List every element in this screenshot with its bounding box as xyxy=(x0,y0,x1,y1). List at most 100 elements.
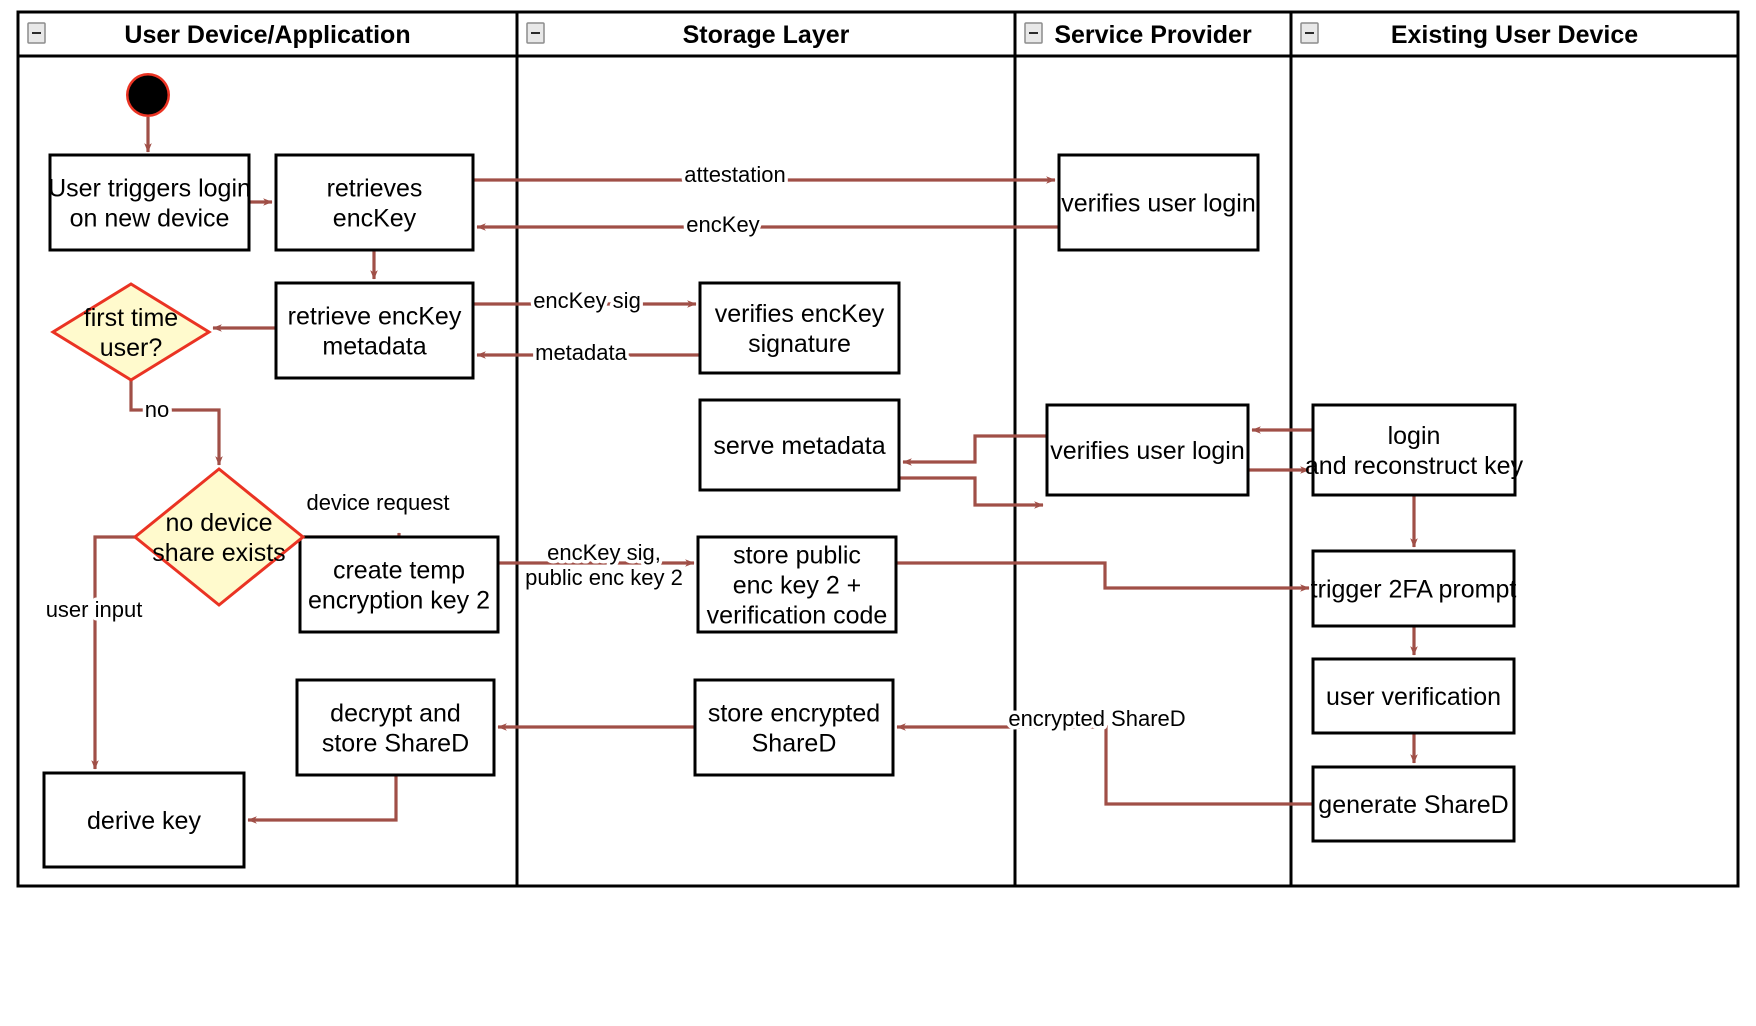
activity-label: verifies user login xyxy=(1050,437,1245,465)
activity-generate-shared[interactable]: generate ShareD xyxy=(1311,765,1516,843)
activity-trigger-2fa[interactable]: trigger 2FA prompt xyxy=(1311,549,1517,628)
svg-text:encrypted ShareD: encrypted ShareD xyxy=(1008,706,1185,731)
activity-label: verification code xyxy=(707,602,888,630)
activity-derive-key[interactable]: derive key xyxy=(42,771,246,869)
activity-label: on new device xyxy=(70,205,230,233)
svg-text:no: no xyxy=(145,397,169,422)
activity-label: encryption key 2 xyxy=(308,587,490,615)
activity-verifies-user-login-2[interactable]: verifies user login xyxy=(1045,403,1250,497)
activity-box[interactable] xyxy=(48,153,251,252)
activity-box[interactable] xyxy=(1311,549,1516,628)
activity-box[interactable] xyxy=(1311,403,1517,497)
activity-box[interactable] xyxy=(1057,153,1260,252)
swimlane-title: User Device/Application xyxy=(124,21,410,49)
activity-label: store encrypted xyxy=(708,700,880,728)
activity-label: signature xyxy=(748,330,851,358)
edge-e-nodevice-user-input xyxy=(91,535,135,770)
activity-box[interactable] xyxy=(1311,765,1516,843)
decision-label: user? xyxy=(100,334,163,362)
edge-e-firsttime-no-to-nodevice xyxy=(129,380,223,466)
minus-box-icon[interactable] xyxy=(1024,22,1043,44)
swimlane-header xyxy=(515,10,1017,58)
svg-text:device request: device request xyxy=(306,490,449,515)
decision-label: share exists xyxy=(152,539,285,567)
decision-shape[interactable] xyxy=(50,282,212,382)
svg-text:no: no xyxy=(145,397,169,422)
activity-user-verification[interactable]: user verification xyxy=(1311,657,1516,735)
svg-text:device request: device request xyxy=(306,490,449,515)
activity-box[interactable] xyxy=(693,678,895,777)
swimlane-title: Storage Layer xyxy=(683,21,850,49)
activity-label: enc key 2 + xyxy=(733,572,862,600)
svg-text:user input: user input xyxy=(46,597,143,622)
svg-text:encKey: encKey xyxy=(686,212,759,237)
edges-layer xyxy=(91,117,1418,824)
activity-label: and reconstruct key xyxy=(1305,452,1524,480)
svg-text:encKey sig,: encKey sig, xyxy=(547,540,661,565)
edge-e-storepublic-to-2fa xyxy=(896,561,1310,592)
svg-text:public enc key 2: public enc key 2 xyxy=(525,565,683,590)
activity-label: store public xyxy=(733,542,861,570)
svg-text:user input: user input xyxy=(46,597,143,622)
edge-e-decrypt-to-derive xyxy=(247,775,398,824)
svg-text:encKey sig: encKey sig xyxy=(533,288,641,313)
activity-box[interactable] xyxy=(698,398,901,492)
activity-label: user verification xyxy=(1326,683,1501,711)
edge-e-serve-metadata-to-sp xyxy=(899,476,1044,509)
decision-label: first time xyxy=(84,304,178,332)
svg-text:public enc key 2: public enc key 2 xyxy=(525,565,683,590)
activity-verifies-user-login-1[interactable]: verifies user login xyxy=(1057,153,1260,252)
svg-text:attestation: attestation xyxy=(684,162,786,187)
svg-text:attestation: attestation xyxy=(684,162,786,187)
swimlane-header xyxy=(1289,10,1740,58)
activity-label: derive key xyxy=(87,807,201,835)
activity-box[interactable] xyxy=(696,535,898,634)
svg-text:metadata: metadata xyxy=(535,340,627,365)
activity-label: create temp xyxy=(333,557,465,585)
svg-text:encrypted ShareD: encrypted ShareD xyxy=(1008,706,1185,731)
swimlane-title: Service Provider xyxy=(1054,21,1252,49)
activity-box[interactable] xyxy=(42,771,246,869)
start-node xyxy=(126,73,170,117)
activity-box[interactable] xyxy=(295,678,496,777)
activity-box[interactable] xyxy=(698,281,901,375)
decision-label: no device xyxy=(165,509,272,537)
activity-box[interactable] xyxy=(274,281,475,380)
activity-label: login xyxy=(1388,422,1441,450)
minus-box-icon[interactable] xyxy=(1300,22,1319,44)
edge-label-e-createtemp-to-storepublic: encKey sig,encKey sig,public enc key 2pu… xyxy=(522,537,687,594)
activity-label: trigger 2FA prompt xyxy=(1311,576,1517,604)
decision-shape[interactable] xyxy=(132,467,306,607)
activity-label: verifies user login xyxy=(1061,190,1256,218)
edge-e-sp-to-serve-metadata xyxy=(902,434,1047,466)
activity-box[interactable] xyxy=(274,153,475,252)
activity-box[interactable] xyxy=(298,535,500,634)
minus-box-icon[interactable] xyxy=(526,22,545,44)
activity-box[interactable] xyxy=(1045,403,1250,497)
activity-box[interactable] xyxy=(1311,657,1516,735)
activity-label: verifies encKey xyxy=(715,300,885,328)
activity-label: ShareD xyxy=(752,730,837,758)
minus-box-icon[interactable] xyxy=(27,22,46,44)
activity-serve-metadata[interactable]: serve metadata xyxy=(698,398,901,492)
